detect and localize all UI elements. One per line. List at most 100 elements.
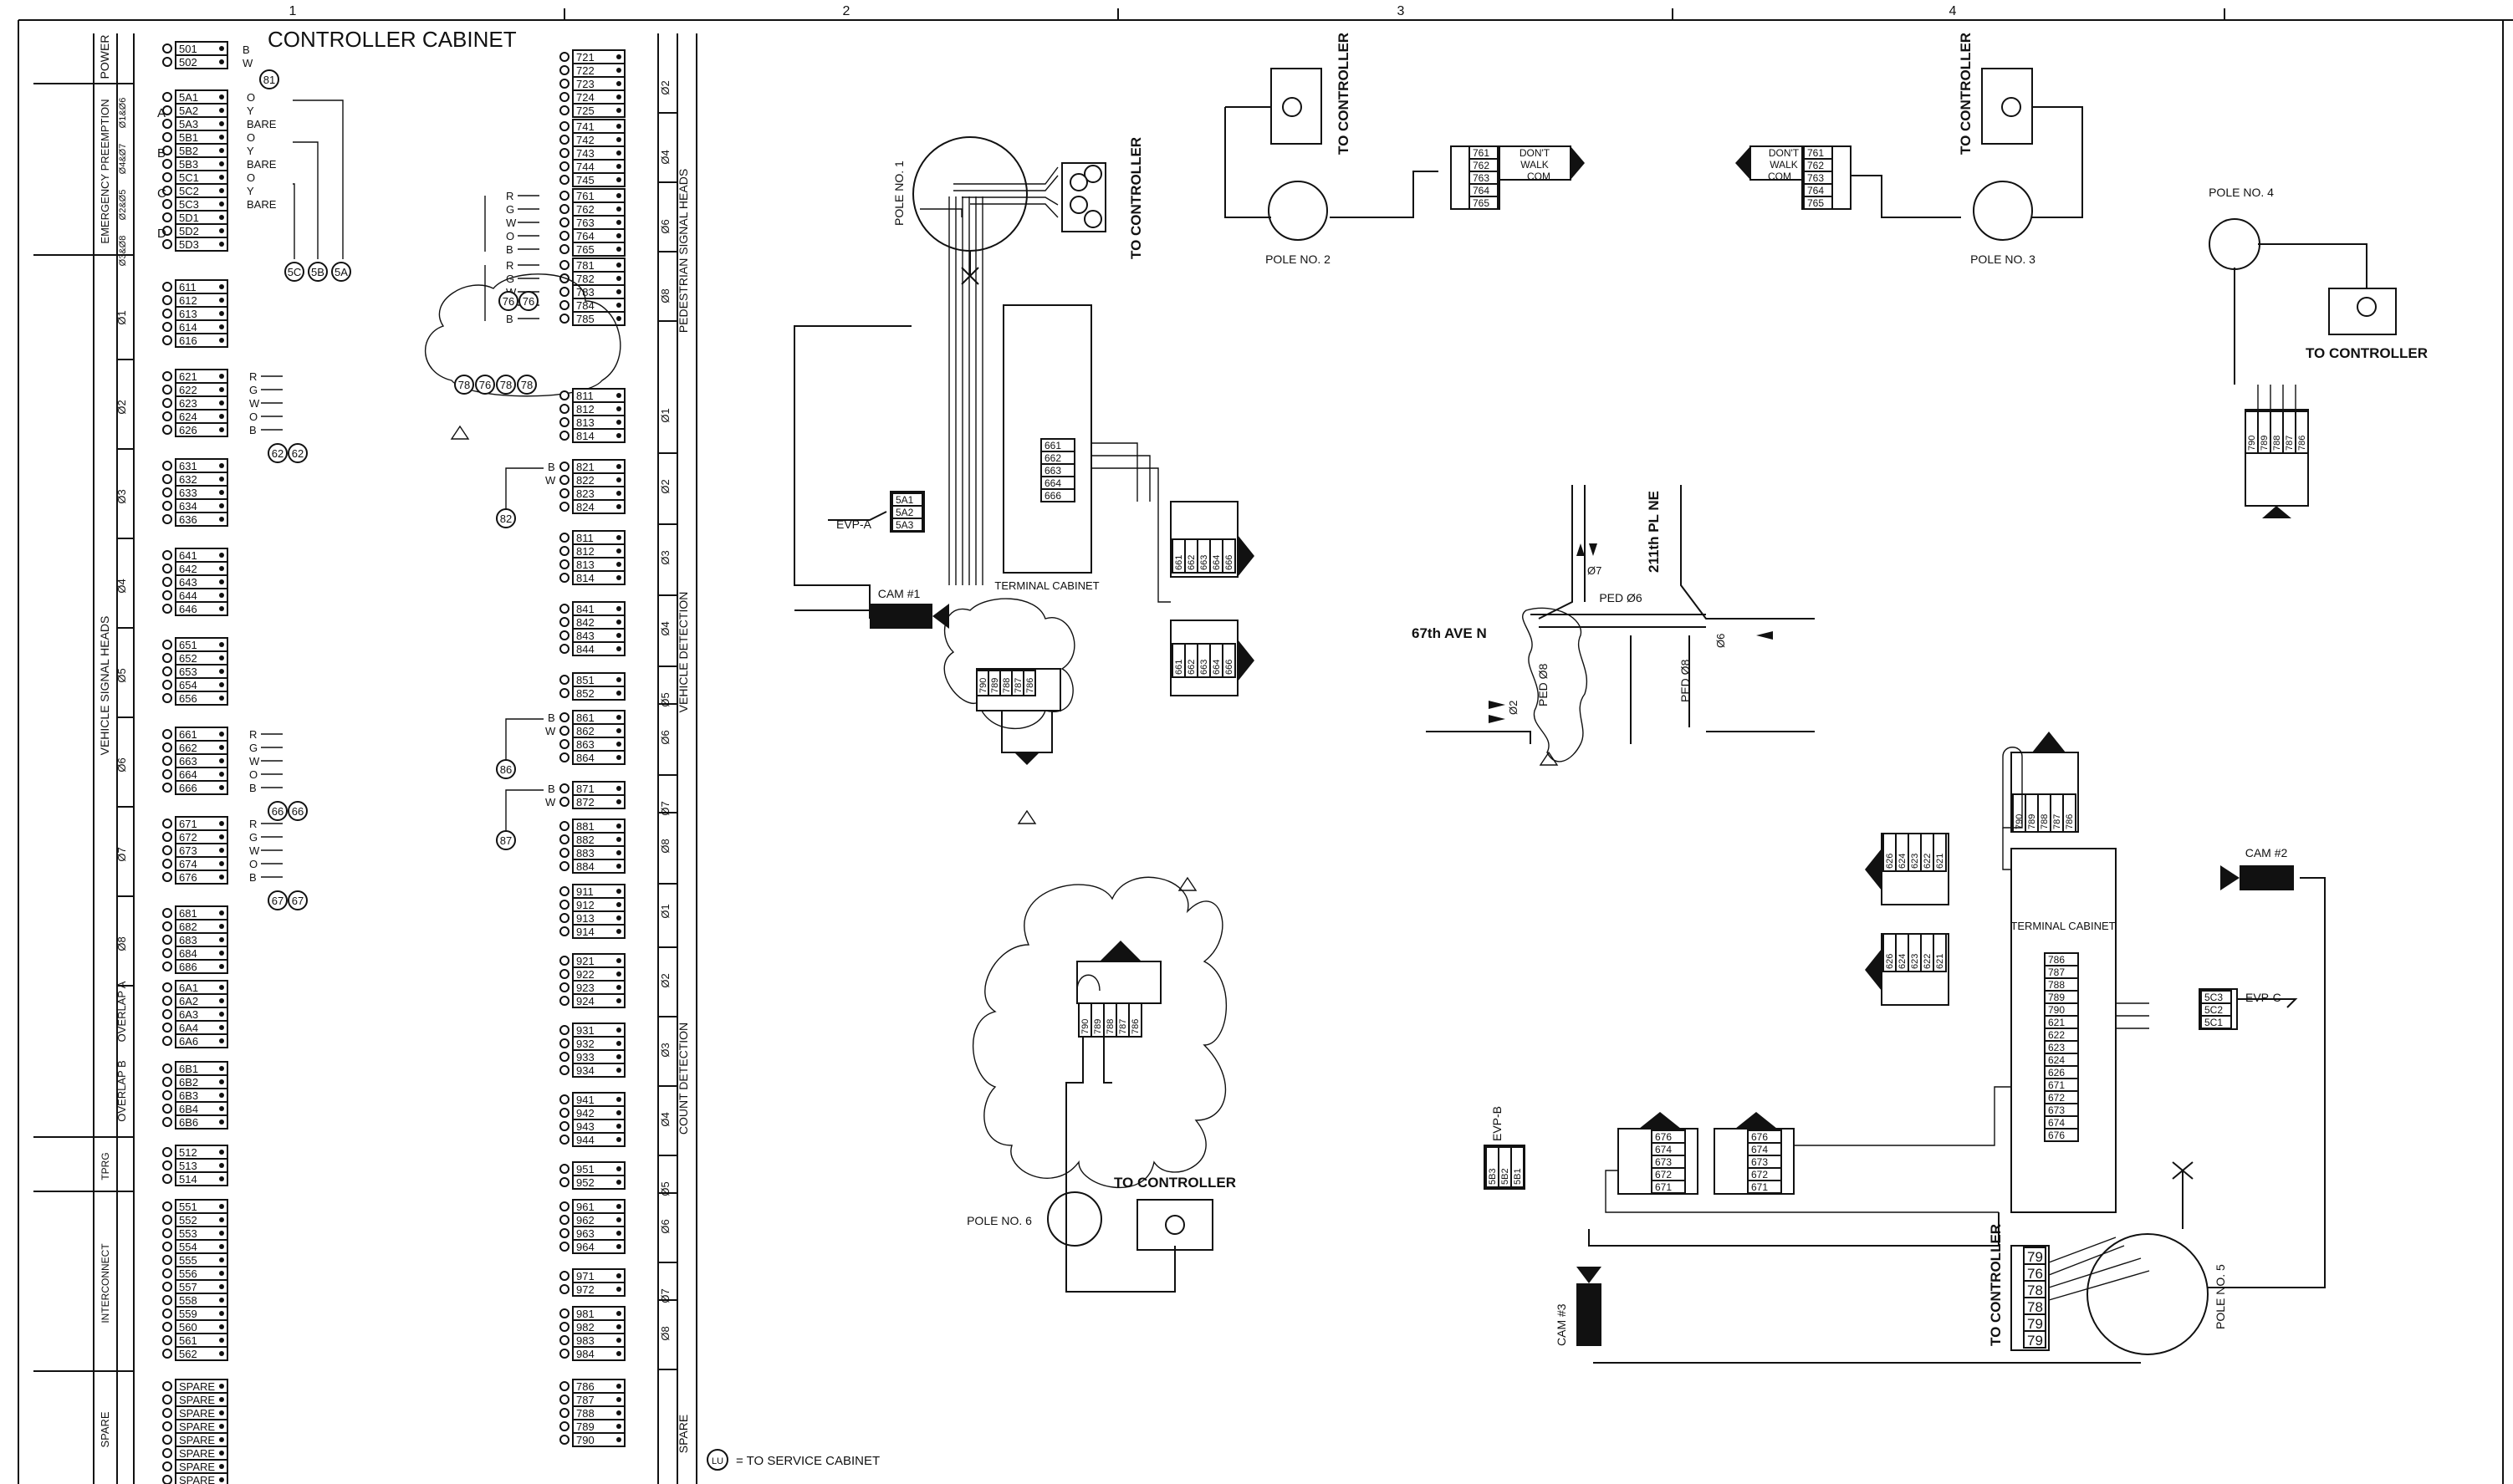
revision-cloud	[424, 273, 621, 397]
terminal-dot-icon	[616, 1338, 621, 1343]
terminal-cell	[175, 333, 228, 348]
terminal-cell	[572, 172, 626, 187]
terminal-label: 560	[179, 1321, 197, 1334]
terminal-dot-icon	[219, 1451, 224, 1456]
terminal-dot-icon	[616, 1110, 621, 1115]
terminal-label: 934	[576, 1064, 595, 1077]
camera-2: CAM #2	[2220, 846, 2294, 890]
pole-5-terminal-cell	[2023, 1330, 2046, 1349]
tc1-terminal-label: 664	[1045, 477, 1061, 489]
ped-phase-label: Ø6	[659, 219, 672, 233]
tc2-terminal-label: 674	[2048, 1117, 2065, 1129]
terminal-screw-icon	[162, 1268, 172, 1278]
callout-bubble: 76	[475, 375, 495, 395]
signal-head-2b-terminal-label: 622	[1923, 954, 1933, 969]
terminal-label: 616	[179, 334, 197, 347]
terminal-screw-icon	[559, 1065, 570, 1075]
wire-color-label: W	[545, 725, 556, 737]
terminal-label: 6A3	[179, 1008, 198, 1021]
terminal-dot-icon	[616, 1437, 621, 1442]
terminal-dot-icon	[219, 1119, 224, 1124]
pole-5-ped-terminal-cell	[2062, 793, 2076, 833]
terminal-label: SPARE	[179, 1474, 215, 1484]
terminal-screw-icon	[162, 564, 172, 574]
terminal-screw-icon	[162, 653, 172, 663]
callout-bubble: 86	[496, 759, 516, 779]
pole-1-ped-terminal-label: 786	[1025, 678, 1035, 693]
terminal-dot-icon	[616, 1054, 621, 1059]
pole-4-terminal-label: 788	[2272, 436, 2282, 451]
terminal-dot-icon	[616, 464, 621, 469]
terminal-screw-icon	[162, 1242, 172, 1252]
terminal-screw-icon	[162, 1421, 172, 1431]
terminal-screw-icon	[162, 186, 172, 196]
signal-head-2a-terminal-label: 626	[1885, 854, 1895, 869]
signal-head-7b-terminal-cell	[1747, 1180, 1782, 1194]
terminal-label: 644	[179, 589, 197, 602]
terminal-label: 741	[576, 120, 595, 133]
terminal-label: 514	[179, 1173, 197, 1186]
terminal-label: SPARE	[179, 1407, 215, 1420]
terminal-screw-icon	[559, 65, 570, 75]
pole-2-dont: DON'T	[1520, 147, 1550, 159]
signal-head-7a-terminal-label: 676	[1655, 1131, 1672, 1143]
callout-bubble: 67	[268, 890, 288, 910]
evp-a-terminal-cell	[891, 518, 923, 532]
terminal-cell	[572, 242, 626, 257]
evp-a-terminal-label: 5A1	[896, 494, 914, 506]
count-phase-label: Ø4	[659, 1112, 672, 1126]
pole-3-terminal-label: 762	[1807, 160, 1824, 171]
pole-2-assembly: TO CONTROLLER POLE NO. 2 761762763764765…	[1224, 33, 1585, 266]
terminal-dot-icon	[616, 958, 621, 963]
callout-number: 62	[272, 447, 283, 460]
terminal-dot-icon	[219, 201, 224, 207]
pole-3-terminal-label: 763	[1807, 172, 1824, 184]
terminal-dot-icon	[219, 848, 224, 853]
tc2-terminal-label: 676	[2048, 1130, 2065, 1141]
terminal-cell	[175, 1472, 228, 1484]
terminal-label: 881	[576, 820, 595, 833]
terminal-dot-icon	[616, 1244, 621, 1249]
cabinet-title: CONTROLLER CABINET	[268, 27, 517, 52]
signal-head-2a-terminal-label: 623	[1910, 854, 1920, 869]
terminal-label: 722	[576, 64, 595, 77]
evp-a-terminal-label: 5A3	[896, 519, 914, 531]
terminal-dot-icon	[616, 316, 621, 321]
terminal-dot-icon	[219, 374, 224, 379]
pole-3-to-controller: TO CONTROLLER	[1958, 33, 1974, 155]
terminal-label: 921	[576, 955, 595, 967]
terminal-screw-icon	[162, 335, 172, 345]
terminal-label: 551	[179, 1201, 197, 1213]
terminal-dot-icon	[219, 910, 224, 915]
terminal-label: 745	[576, 174, 595, 186]
callout-bubble: 62	[268, 443, 288, 463]
terminal-screw-icon	[162, 1322, 172, 1332]
terminal-dot-icon	[219, 477, 224, 482]
terminal-label: 558	[179, 1294, 197, 1307]
terminal-label: 556	[179, 1267, 197, 1280]
terminal-label: 964	[576, 1241, 595, 1253]
terminal-cell	[175, 1171, 228, 1186]
terminal-dot-icon	[616, 902, 621, 907]
vehicle-phase-label: Ø8	[115, 936, 128, 951]
signal-head-6a-terminal-label: 662	[1187, 555, 1197, 570]
terminal-dot-icon	[616, 824, 621, 829]
terminal-label: 841	[576, 603, 595, 615]
terminal-dot-icon	[616, 1217, 621, 1222]
terminal-dot-icon	[219, 463, 224, 468]
preemption-letter: D	[157, 227, 166, 241]
terminal-label: 811	[576, 532, 594, 544]
terminal-label: 943	[576, 1120, 595, 1133]
terminal-dot-icon	[616, 606, 621, 611]
terminal-dot-icon	[219, 579, 224, 584]
terminal-cell	[572, 1346, 626, 1361]
terminal-label: 883	[576, 847, 595, 859]
pole-6-label: POLE NO. 6	[967, 1214, 1032, 1227]
cabinet-frame: CONTROLLER CABINET	[93, 27, 697, 1484]
signal-head-6b-terminal-label: 661	[1174, 660, 1184, 675]
count-phase-label: Ø7	[659, 1288, 672, 1303]
